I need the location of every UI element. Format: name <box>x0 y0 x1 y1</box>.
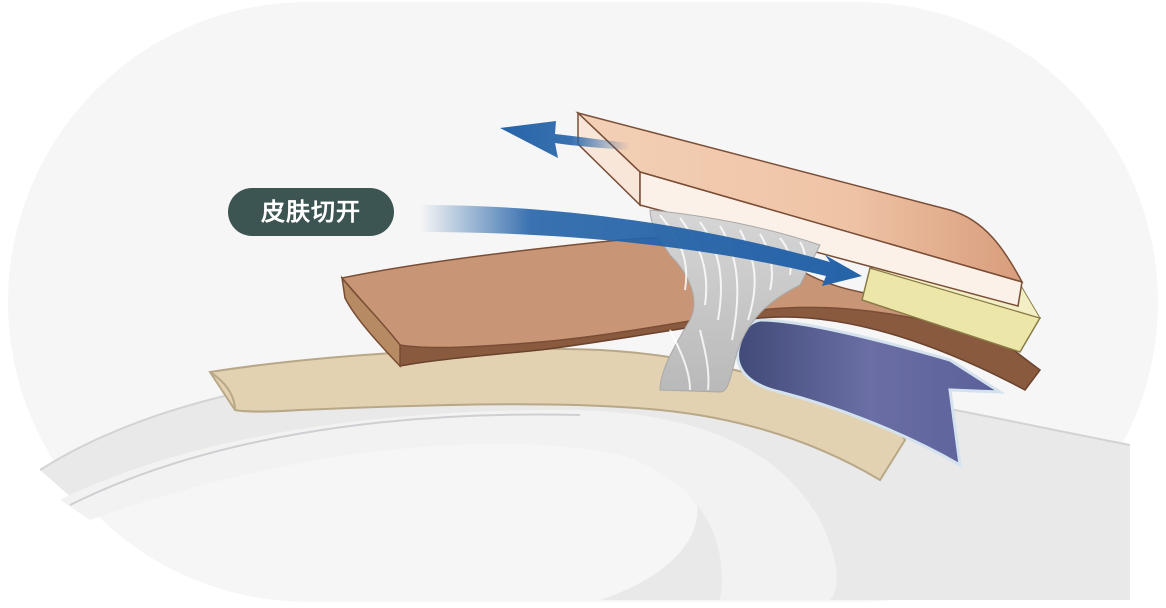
arrow-left-icon <box>500 121 630 158</box>
globe-inner <box>60 410 837 600</box>
arrow-right-icon <box>420 205 862 286</box>
skin-flap-top <box>577 112 1024 284</box>
globe-outline-2 <box>69 413 581 506</box>
skin-flap-edge <box>639 171 1023 307</box>
incision-label: 皮肤切开 <box>228 188 394 236</box>
muscle-front-face <box>340 275 401 368</box>
beige-edge <box>209 371 236 411</box>
